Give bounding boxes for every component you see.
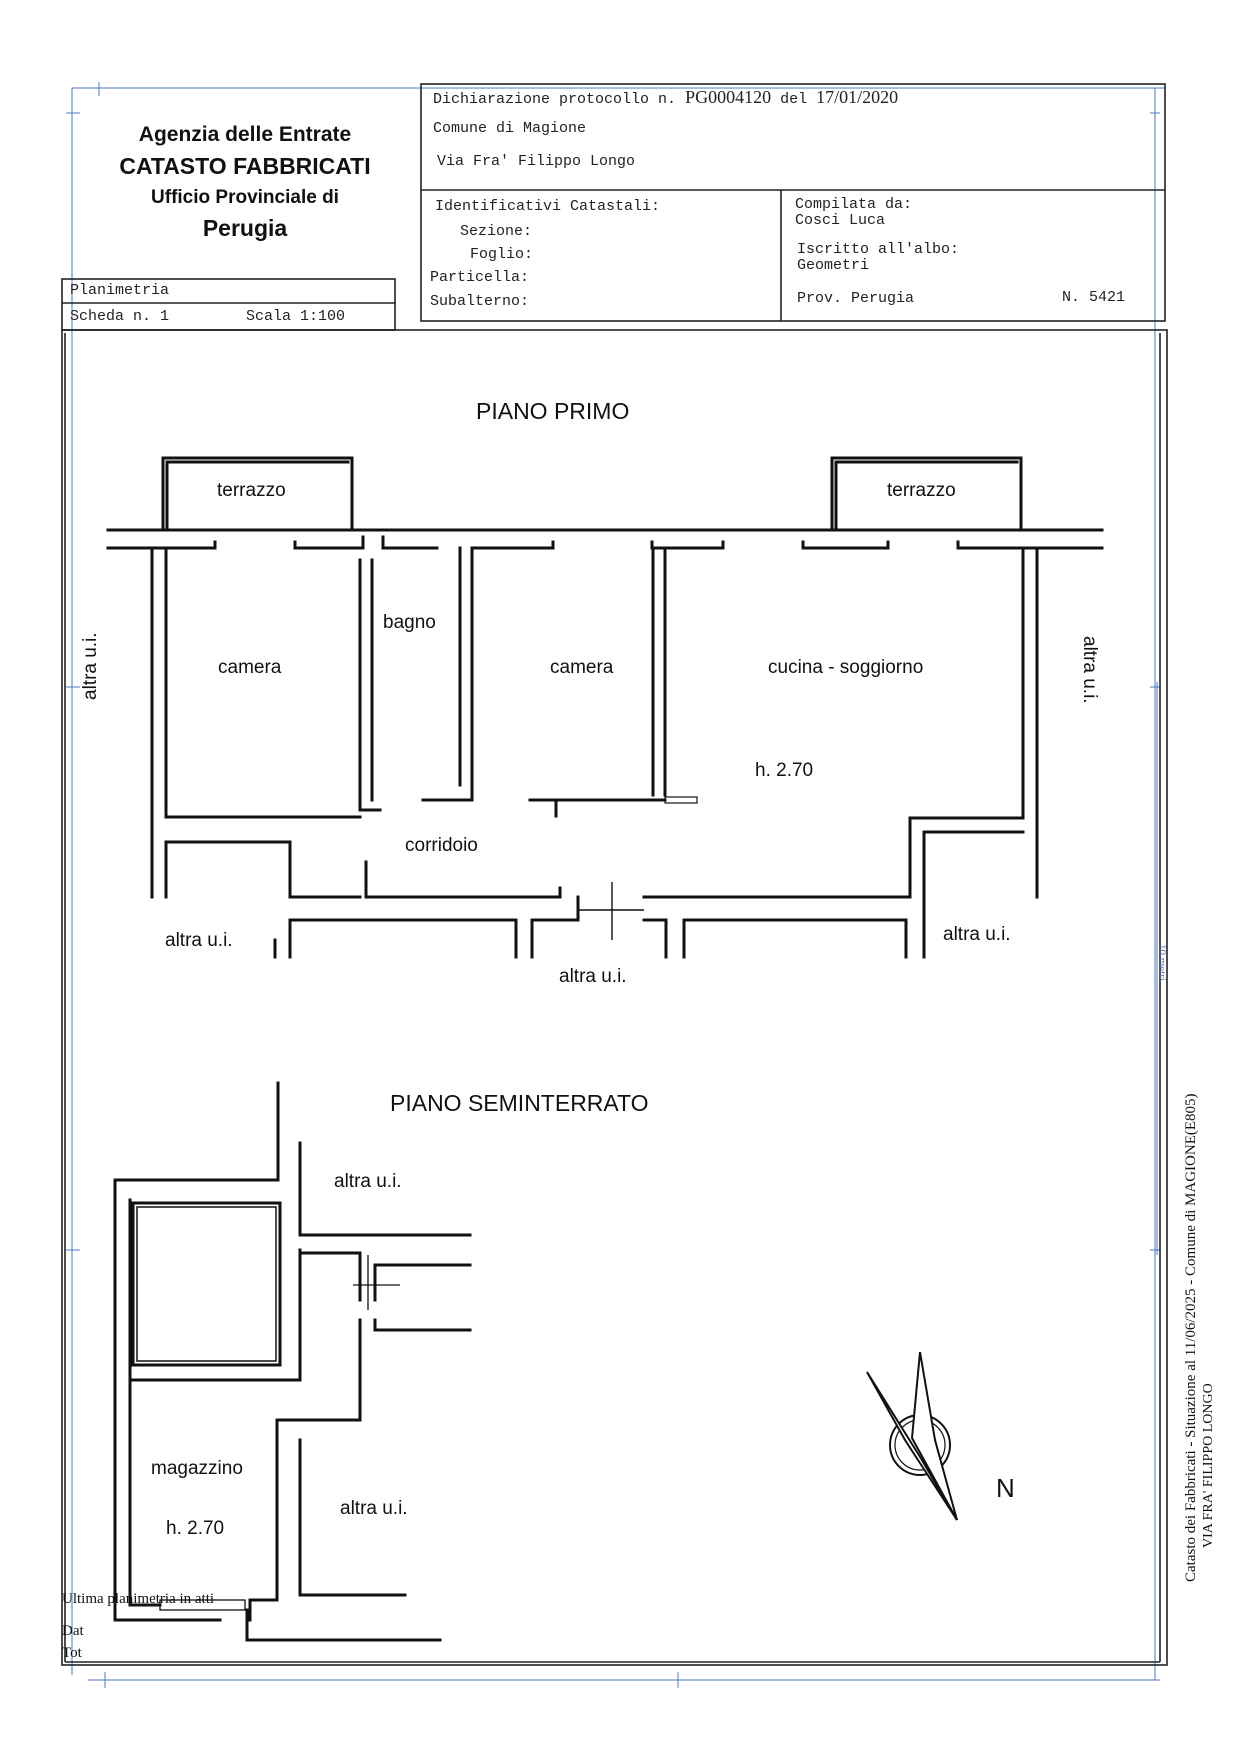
last-plan-note: Ultima planimetria in atti xyxy=(62,1591,215,1607)
bedroom-2-label: camera xyxy=(550,657,614,678)
subalterno-label: Subalterno: xyxy=(430,293,530,310)
north-label: N xyxy=(996,1473,1015,1503)
main-frame xyxy=(61,329,1168,1666)
header-frames xyxy=(61,83,1166,331)
storage-label: magazzino xyxy=(151,1458,243,1479)
department-name: CATASTO FABBRICATI xyxy=(119,153,371,179)
municipality: Comune di Magione xyxy=(433,120,587,137)
agency-name: Agenzia delle Entrate xyxy=(138,123,352,146)
office-name: Ufficio Provinciale di xyxy=(151,187,339,208)
particella-label: Particella: xyxy=(430,269,530,286)
city-name: Perugia xyxy=(202,215,288,241)
registered-label: Iscritto all'albo: xyxy=(797,241,960,258)
sheet-number: Scheda n. 1 xyxy=(70,308,170,325)
registered: Geometri xyxy=(797,257,870,274)
other-unit-right-vertical: altra u.i. xyxy=(1079,636,1100,704)
identifiers-title: Identificativi Catastali: xyxy=(435,198,661,215)
terrace-left-label: terrazzo xyxy=(217,480,286,501)
corridor-label: corridoio xyxy=(405,835,478,856)
kitchen-living-label: cucina - soggiorno xyxy=(768,657,924,678)
other-unit-left-vertical: altra u.i. xyxy=(80,632,101,700)
albo-number: N. 5421 xyxy=(1062,289,1126,306)
compiled-by: Cosci Luca xyxy=(795,212,886,229)
sheet-type: Planimetria xyxy=(70,282,170,299)
protocol-number: PG0004120 xyxy=(685,87,772,107)
side-ruler-label: 10 metri xyxy=(1156,944,1168,981)
total-note: Tot xyxy=(62,1645,82,1661)
protocol-date: 17/01/2020 xyxy=(816,87,899,107)
protocol-label: Dichiarazione protocollo n. xyxy=(433,91,677,108)
first-floor-height: h. 2.70 xyxy=(755,760,814,781)
protocol-line: Dichiarazione protocollo n. PG0004120 de… xyxy=(433,87,898,108)
terrace-right-label: terrazzo xyxy=(887,480,956,501)
basement-height: h. 2.70 xyxy=(166,1518,225,1539)
basement-other-top: altra u.i. xyxy=(334,1171,402,1192)
basement-walls xyxy=(113,1081,472,1642)
basement-other-bottom: altra u.i. xyxy=(340,1498,408,1519)
basement-title: PIANO SEMINTERRATO xyxy=(390,1090,649,1116)
sheet-scale: Scala 1:100 xyxy=(246,308,346,325)
entrance-door xyxy=(578,882,644,940)
province: Prov. Perugia xyxy=(797,290,915,307)
compiled-by-label: Compilata da: xyxy=(795,196,913,213)
foglio-label: Foglio: xyxy=(470,246,534,263)
date-label: del xyxy=(780,91,808,108)
other-unit-bottom-center: altra u.i. xyxy=(559,966,627,987)
side-text-situation: Catasto dei Fabbricati - Situazione al 1… xyxy=(1183,1093,1199,1582)
side-text-address: VIA FRA' FILIPPO LONGO xyxy=(1201,1383,1216,1548)
bathroom-label: bagno xyxy=(383,612,436,633)
first-floor-title: PIANO PRIMO xyxy=(476,398,630,424)
scan-frame xyxy=(66,82,1165,1688)
address: Via Fra' Filippo Longo xyxy=(437,153,636,170)
basement-door xyxy=(159,1255,400,1611)
date-note: Dat xyxy=(62,1623,84,1639)
bedroom-1-label: camera xyxy=(218,657,282,678)
sezione-label: Sezione: xyxy=(460,223,533,240)
other-unit-bottom-left: altra u.i. xyxy=(165,930,233,951)
other-unit-bottom-right: altra u.i. xyxy=(943,924,1011,945)
north-arrow xyxy=(866,1351,958,1521)
first-floor-walls xyxy=(106,456,1104,959)
